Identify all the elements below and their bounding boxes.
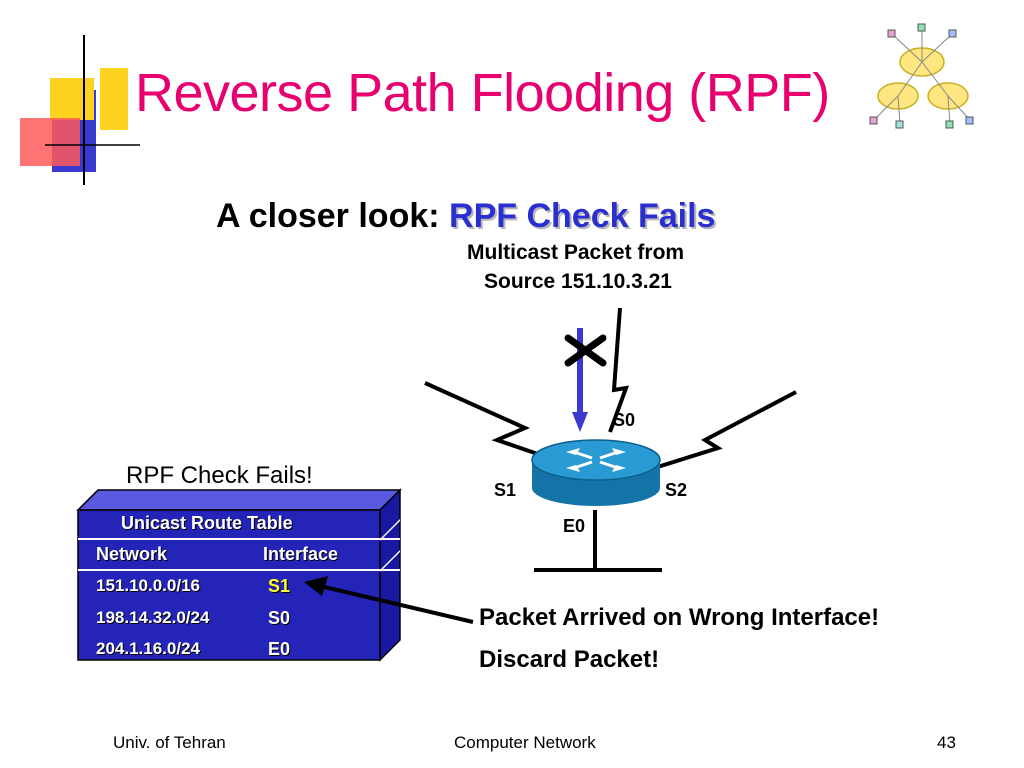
interface-label-s2: S2 (665, 480, 688, 500)
interface-label-e0: E0 (563, 516, 586, 536)
multicast-label-line1: Multicast Packet from (467, 241, 685, 264)
route-table-interface-2: E0 (268, 639, 291, 659)
page-number: 43 (937, 733, 956, 752)
route-table-network-1: 198.14.32.0/24 (96, 608, 210, 627)
footer-center: Computer Network (454, 733, 596, 752)
subtitle-highlight: RPF Check Fails (449, 197, 716, 235)
router-icon (531, 439, 661, 506)
incoming-packet-arrowhead (572, 412, 588, 432)
discard-packet-note: Discard Packet! (479, 646, 660, 673)
subtitle-prefix: A closer look: (216, 197, 450, 235)
route-table-network-0: 151.10.0.0/16 (96, 576, 200, 595)
router-diagram (424, 307, 797, 572)
route-table-network-2: 204.1.16.0/24 (96, 639, 200, 658)
wrong-interface-note: Packet Arrived on Wrong Interface! (479, 604, 880, 631)
s2-serial-link (647, 390, 797, 472)
interface-label-s0: S0 (613, 410, 636, 430)
footer-left: Univ. of Tehran (113, 733, 226, 752)
slide-title: Reverse Path Flooding (RPF) (135, 63, 830, 123)
route-table-title: Unicast Route Table (121, 513, 293, 533)
network-cloud-icon (869, 23, 974, 129)
rpf-check-fails-caption: RPF Check Fails! (126, 462, 313, 489)
route-table-box (76, 488, 402, 662)
interface-label-s1: S1 (494, 480, 517, 500)
route-table-interface-0: S1 (268, 576, 291, 596)
reject-x-icon (564, 334, 607, 367)
s1-serial-link (424, 381, 556, 462)
pointer-arrow (304, 576, 474, 624)
slide-subtitle: A closer look: RPF Check Fails (216, 197, 715, 236)
route-table-header-interface: Interface (263, 544, 339, 564)
route-table-interface-1: S0 (268, 608, 291, 628)
corner-decoration (20, 35, 140, 185)
s0-serial-link (608, 307, 630, 433)
multicast-label-line2: Source 151.10.3.21 (484, 270, 672, 293)
route-table-header-network: Network (96, 544, 168, 564)
